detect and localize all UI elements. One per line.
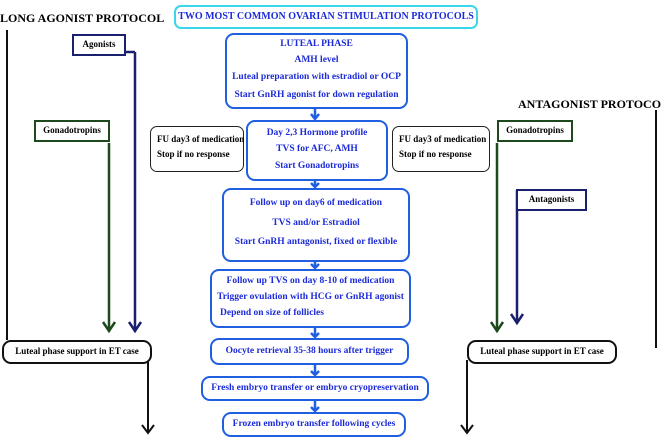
right-protocol-heading: ANTAGONIST PROTOCOL [518,97,661,111]
arrowhead-3-4 [310,263,320,270]
step-6-box: Fresh embryo transfer or embryo cryopres… [201,376,429,401]
left-agonists-label: Agonists [82,39,116,49]
left-gonadotropins-box: Gonadotropins [34,120,110,142]
followup-right-box: FU day3 of medication Stop if no respons… [392,126,490,172]
left-protocol-heading: LONG AGONIST PROTOCOL [0,11,165,25]
step-3-line-2: TVS and/or Estradiol [272,218,360,228]
followup-left-box: FU day3 of medication Stop if no respons… [150,126,244,172]
step-3-line-3: Start GnRH antagonist, fixed or flexible [234,237,398,247]
right-luteal-support-box: Luteal phase support in ET case [467,340,617,364]
step-4-box: Follow up TVS on day 8-10 of medication … [210,269,411,328]
right-gonadotropins-box: Gonadotropins [497,120,573,142]
step-1-box: LUTEAL PHASE AMH level Luteal preparatio… [225,33,408,109]
step-3-box: Follow up on day6 of medication TVS and/… [222,188,410,262]
step-5-box: Oocyte retrieval 35-38 hours after trigg… [210,338,409,365]
followup-left-line-2: Stop if no response [157,149,230,159]
step-1-line-1: LUTEAL PHASE [280,39,353,49]
diagram-title: TWO MOST COMMON OVARIAN STIMULATION PROT… [178,11,474,22]
right-antagonists-label: Antagonists [528,194,575,204]
arrowhead-5-6 [310,370,320,377]
step-7-box: Frozen embryo transfer following cycles [222,412,406,437]
step-3-line-1: Follow up on day6 of medication [249,198,383,208]
left-luteal-support-box: Luteal phase support in ET case [2,340,152,364]
right-gonadotropin-line [489,143,505,334]
step-1-line-4: Start GnRH agonist for down regulation [234,90,399,100]
followup-right-line-2: Stop if no response [399,149,472,159]
arrowhead-4-5 [310,332,320,339]
left-outer-line [6,30,155,435]
step-6-line-1: Fresh embryo transfer or embryo cryopres… [211,383,419,393]
step-2-line-1: Day 2,3 Hormone profile [266,128,368,138]
center-arrows [310,108,320,413]
step-1-line-2: AMH level [294,55,339,65]
step-4-line-2: Trigger ovulation with HCG or GnRH agoni… [217,292,404,302]
arrowhead-1-2 [310,113,320,122]
arrowhead-6-7 [310,406,320,413]
followup-right-line-1: FU day3 of medication [399,134,487,144]
right-antagonists-box: Antagonists [516,189,587,211]
arrowhead-2-3 [310,182,320,189]
left-agonists-box: Agonists [72,34,126,56]
right-gonadotropins-label: Gonadotropins [506,125,564,135]
step-1-line-3: Luteal preparation with estradiol or OCP [232,72,401,82]
right-antagonist-line [509,190,525,326]
right-outer-line [460,110,657,435]
step-5-line-1: Oocyte retrieval 35-38 hours after trigg… [225,346,394,356]
left-agonist-line [125,50,143,334]
title-box: TWO MOST COMMON OVARIAN STIMULATION PROT… [174,5,478,29]
right-luteal-support-label: Luteal phase support in ET case [480,346,604,356]
left-luteal-support-label: Luteal phase support in ET case [15,346,139,356]
step-4-line-1: Follow up TVS on day 8-10 of medication [226,276,395,286]
followup-left-line-1: FU day3 of medication [157,134,245,144]
step-2-line-2: TVS for AFC, AMH [276,144,358,154]
step-2-line-3: Start Gonadotropins [274,161,360,171]
left-gonadotropin-line [101,143,117,334]
left-gonadotropins-label: Gonadotropins [43,125,101,135]
step-2-box: Day 2,3 Hormone profile TVS for AFC, AMH… [246,120,388,181]
step-4-line-3: Depend on size of follicles [220,308,324,318]
step-7-line-1: Frozen embryo transfer following cycles [232,419,396,429]
